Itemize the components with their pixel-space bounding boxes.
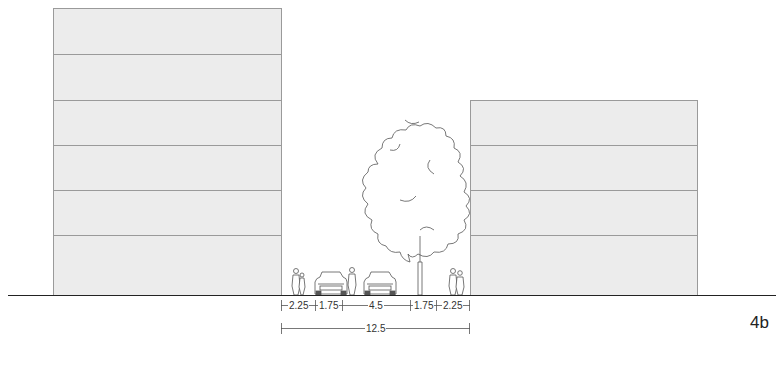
- tree: [362, 120, 469, 295]
- dimension-total: 12.5: [365, 324, 386, 334]
- pedestrian: [292, 268, 464, 296]
- dimension-label: 2.25: [442, 301, 463, 311]
- car: [364, 272, 396, 295]
- dimension-label: 1.75: [318, 301, 339, 311]
- car: [315, 272, 347, 295]
- building: [471, 101, 698, 296]
- ground-line: [8, 295, 776, 296]
- dimension-label: 2.25: [288, 301, 309, 311]
- building: [54, 9, 282, 296]
- dimension-line: [281, 300, 470, 334]
- dimension-label: 1.75: [413, 301, 434, 311]
- section-id: 4b: [749, 314, 770, 331]
- dimension-label: 4.5: [368, 301, 384, 311]
